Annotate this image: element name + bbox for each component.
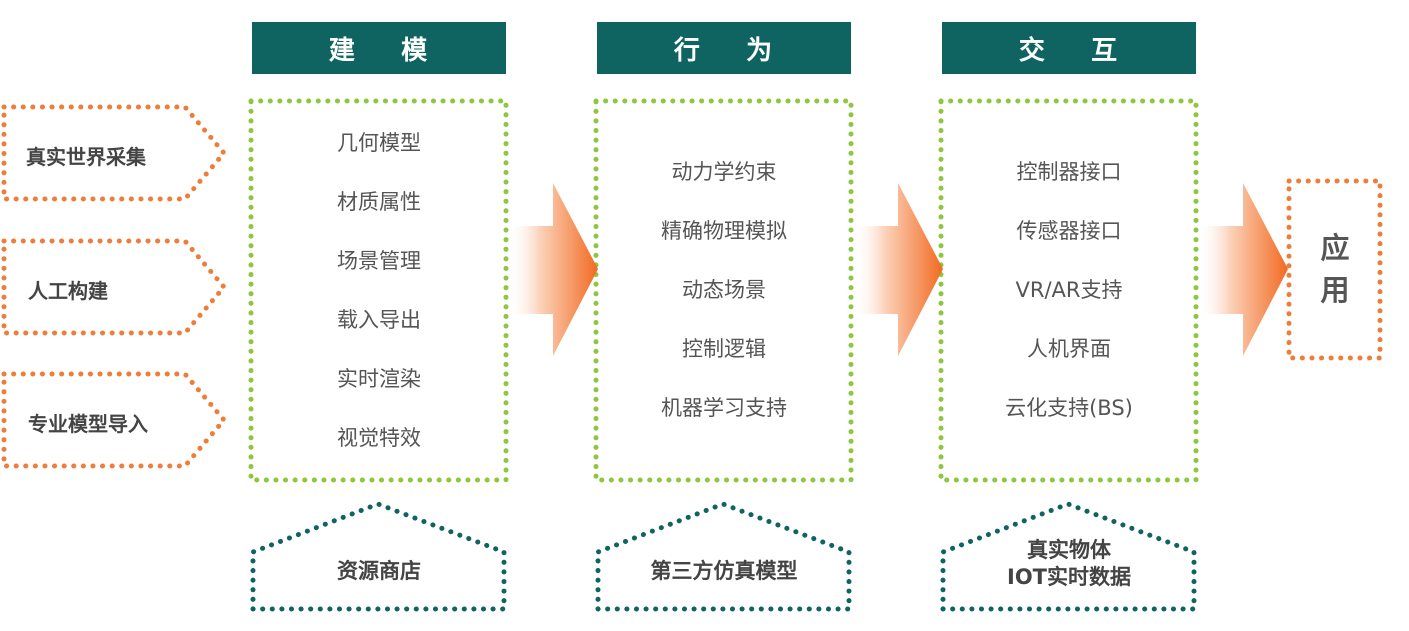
input-shape-3: [1, 371, 228, 469]
stage-item: 云化支持(BS): [1005, 396, 1133, 420]
stage-header-modeling: 建 模: [252, 22, 506, 74]
stage-items-modeling: 几何模型 材质属性 场景管理 载入导出 实时渲染 视觉特效: [253, 114, 505, 468]
stage-item: 视觉特效: [337, 426, 421, 450]
output-label-line: 用: [1320, 273, 1350, 307]
stage-item: 动力学约束: [671, 160, 777, 184]
flow-arrow-1: [508, 183, 598, 356]
output-label-line: 应: [1320, 231, 1350, 265]
base-label-third-party-models: 第三方仿真模型: [598, 558, 850, 585]
base-label-resource-store: 资源商店: [253, 558, 505, 585]
stage-title: 交 互: [1018, 35, 1120, 66]
base-shape-behavior: [595, 501, 852, 612]
stage-item: 精确物理模拟: [661, 219, 787, 243]
base-label-iot-data: 真实物体 IOT实时数据: [943, 537, 1195, 591]
input-label-real-world-capture: 真实世界采集: [26, 145, 146, 169]
flow-arrow-3: [1198, 183, 1288, 356]
base-label-line: IOT实时数据: [1007, 565, 1131, 589]
base-shape-interaction: [940, 501, 1197, 612]
stage-items-interaction: 控制器接口 传感器接口 VR/AR支持 人机界面 云化支持(BS): [943, 143, 1195, 438]
output-label-application: 应 用: [1291, 227, 1379, 311]
stage-item: 传感器接口: [1016, 219, 1122, 243]
stage-item: 控制器接口: [1016, 160, 1122, 184]
stage-item: 机器学习支持: [661, 396, 787, 420]
base-label-line: 资源商店: [337, 559, 421, 583]
output-box: [1286, 178, 1383, 361]
base-shape-modeling: [250, 501, 507, 612]
base-label-line: 第三方仿真模型: [650, 559, 798, 583]
stage-item: 几何模型: [337, 131, 421, 155]
stage-item: 人机界面: [1027, 337, 1111, 361]
stage-item: 材质属性: [337, 190, 421, 214]
input-label-model-import: 专业模型导入: [28, 412, 148, 436]
stage-item: 动态场景: [682, 278, 766, 302]
stage-title: 行 为: [673, 35, 775, 66]
stage-item: VR/AR支持: [1015, 278, 1123, 302]
stage-item: 载入导出: [337, 308, 421, 332]
stage-header-interaction: 交 互: [942, 22, 1196, 74]
stage-item: 场景管理: [337, 249, 421, 273]
input-label-manual-build: 人工构建: [28, 279, 108, 303]
stage-header-behavior: 行 为: [597, 22, 851, 74]
base-label-line: 真实物体: [1027, 538, 1111, 562]
flow-arrow-2: [853, 183, 943, 356]
input-shape-1: [1, 104, 228, 202]
stage-item: 实时渲染: [337, 367, 421, 391]
stage-item: 控制逻辑: [682, 337, 766, 361]
input-shape-2: [1, 238, 228, 336]
stage-items-behavior: 动力学约束 精确物理模拟 动态场景 控制逻辑 机器学习支持: [598, 143, 850, 438]
stage-title: 建 模: [328, 35, 430, 66]
